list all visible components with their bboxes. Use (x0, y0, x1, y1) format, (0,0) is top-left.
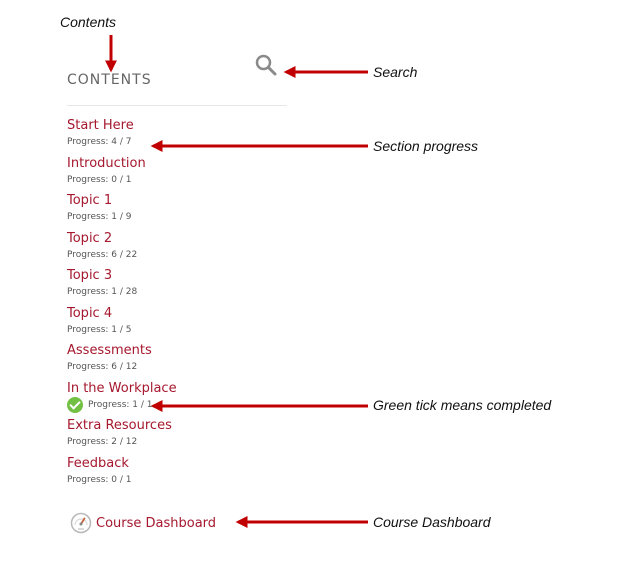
section-progress: Progress: 1 / 9 (67, 211, 307, 223)
section-progress-text: Progress: 1 / 5 (67, 324, 132, 335)
section-link[interactable]: Introduction (67, 155, 146, 171)
section-progress-text: Progress: 0 / 1 (67, 474, 132, 485)
section-progress-text: Progress: 1 / 1 (88, 400, 153, 410)
section-progress: Progress: 6 / 22 (67, 249, 307, 261)
search-icon (255, 54, 277, 76)
section-progress: Progress: 0 / 1 (67, 474, 307, 486)
course-dashboard-label: Course Dashboard (96, 515, 217, 531)
section-progress: Progress: 1 / 1 (67, 396, 307, 413)
section-progress: Progress: 2 / 12 (67, 436, 307, 448)
annotation-section-progress: Section progress (373, 138, 479, 154)
section-progress: Progress: 0 / 1 (67, 174, 307, 186)
section-item: Topic 4 Progress: 1 / 5 (67, 306, 307, 344)
section-item: In the Workplace Progress: 1 / 1 (67, 381, 307, 419)
section-link[interactable]: Topic 4 (67, 305, 113, 321)
section-progress-text: Progress: 0 / 1 (67, 174, 132, 185)
annotation-search: Search (373, 64, 418, 80)
section-link[interactable]: In the Workplace (67, 380, 177, 396)
section-progress-text: Progress: 4 / 7 (67, 137, 132, 147)
section-progress: Progress: 6 / 12 (67, 361, 307, 373)
section-item: Assessments Progress: 6 / 12 (67, 343, 307, 381)
search-button[interactable] (254, 53, 278, 82)
section-link[interactable]: Topic 1 (67, 193, 113, 208)
course-dashboard-link[interactable]: Course Dashboard (70, 512, 216, 534)
section-item: Topic 3 Progress: 1 / 28 (67, 268, 307, 306)
section-item: Introduction Progress: 0 / 1 (67, 156, 307, 194)
section-link[interactable]: Extra Resources (67, 418, 172, 433)
annotation-dashboard: Course Dashboard (373, 514, 491, 530)
section-progress: Progress: 1 / 5 (67, 324, 307, 336)
section-progress: Progress: 1 / 28 (67, 286, 307, 298)
section-progress-text: Progress: 1 / 28 (67, 287, 138, 297)
section-progress: Progress: 4 / 7 (67, 136, 307, 148)
section-link[interactable]: Topic 2 (67, 230, 113, 246)
section-item: Feedback Progress: 0 / 1 (67, 456, 307, 494)
section-progress-text: Progress: 1 / 9 (67, 212, 132, 222)
section-progress-text: Progress: 2 / 12 (67, 437, 138, 447)
completed-tick-icon (67, 396, 83, 413)
section-link[interactable]: Feedback (67, 455, 129, 471)
section-item: Extra Resources Progress: 2 / 12 (67, 418, 307, 456)
annotation-completed: Green tick means completed (373, 397, 552, 413)
section-progress-text: Progress: 6 / 12 (67, 362, 138, 372)
contents-heading: CONTENTS (67, 72, 152, 88)
section-progress-text: Progress: 6 / 22 (67, 249, 138, 260)
dashboard-gauge-icon (70, 512, 92, 534)
section-item: Topic 1 Progress: 1 / 9 (67, 193, 307, 231)
section-item: Topic 2 Progress: 6 / 22 (67, 231, 307, 269)
section-item: Start Here Progress: 4 / 7 (67, 118, 307, 156)
section-link[interactable]: Topic 3 (67, 268, 113, 283)
section-list: Start Here Progress: 4 / 7 Introduction … (67, 118, 307, 493)
section-link[interactable]: Start Here (67, 118, 134, 133)
section-link[interactable]: Assessments (67, 343, 152, 358)
contents-divider (67, 105, 287, 106)
annotation-contents: Contents (60, 14, 117, 30)
